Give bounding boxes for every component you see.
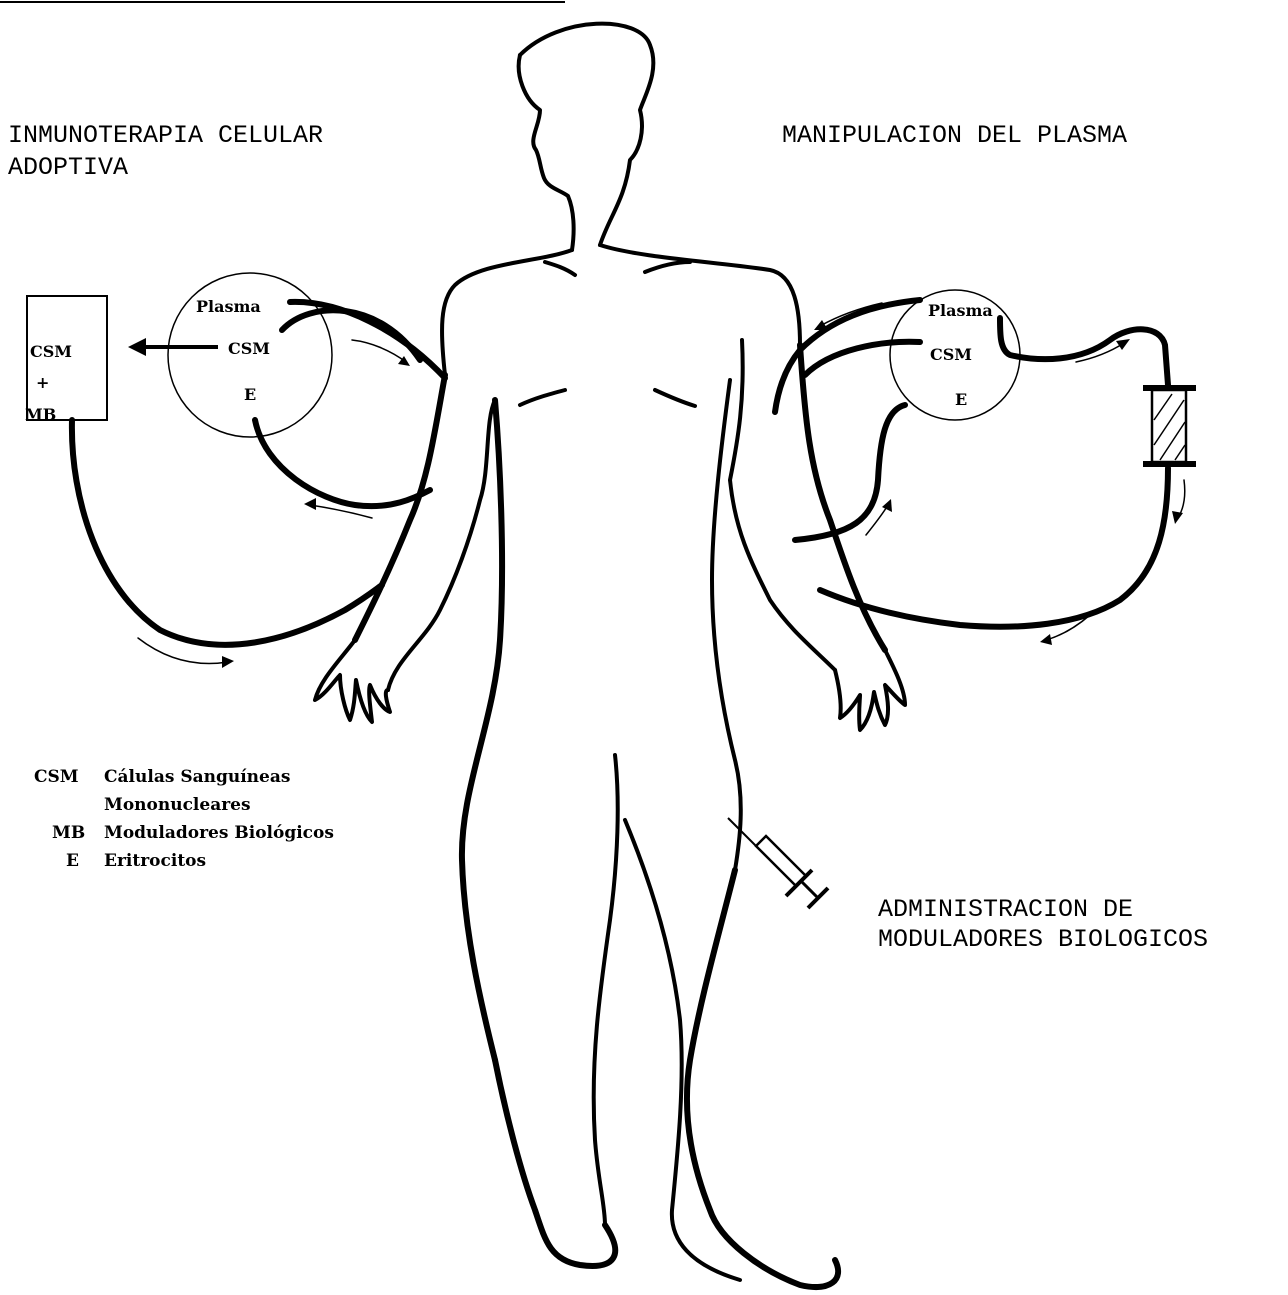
head-outline (520, 24, 653, 245)
legend-text-csm-cont: Mononucleares (104, 795, 251, 815)
left-flow-arrowhead-middle (304, 498, 316, 510)
legend-abbr-e: E (66, 851, 79, 871)
csm-to-bag-arrowhead (128, 338, 146, 356)
left-hand (315, 640, 390, 722)
left-circle-e-label: E (244, 385, 256, 404)
syringe-plunger-rod (801, 881, 818, 898)
right-title: MANIPULACION DEL PLASMA (782, 121, 1127, 150)
left-flow-arrowhead-lower (222, 656, 234, 668)
bag-line2: + (36, 373, 49, 392)
bottom-title-line2: MODULADORES BIOLOGICOS (878, 925, 1208, 954)
legend: CSM Cálulas Sanguíneas Mononucleares MB … (34, 767, 334, 871)
right-flow-arrowhead-erythrocyte (882, 499, 892, 512)
right-flow-arrowhead-top (814, 320, 828, 330)
right-collarbone (645, 262, 690, 272)
left-title-line1: INMUNOTERAPIA CELULAR (8, 121, 323, 150)
legend-text-e: Eritrocitos (104, 851, 206, 871)
syringe-icon (728, 818, 828, 908)
left-arm-inner (388, 400, 495, 690)
right-procedure: MANIPULACION DEL PLASMA Plasma CSM E (775, 121, 1196, 645)
left-collarbone (545, 262, 575, 275)
left-flow-arrow-upper (352, 340, 406, 362)
right-csm-tube (805, 342, 920, 375)
left-bag-return-tube (72, 420, 382, 645)
right-pectoral (655, 390, 695, 406)
left-title-line2: ADOPTIVA (8, 153, 128, 182)
right-leg-inner (625, 820, 740, 1280)
right-flow-arrowhead-filter-in (1116, 339, 1130, 350)
legend-text-csm: Cálulas Sanguíneas (104, 767, 290, 787)
left-leg-inner (594, 755, 618, 1225)
left-csm-tube (282, 310, 420, 360)
left-circle-csm-label: CSM (228, 339, 270, 358)
left-erythrocyte-return-tube (255, 420, 430, 506)
right-circle-e-label: E (955, 390, 967, 409)
syringe-barrel (756, 836, 806, 886)
left-shoulder (442, 250, 572, 375)
bag-line1: CSM (30, 342, 72, 361)
right-erythrocyte-return-tube (795, 405, 905, 540)
right-flow-arrowhead-filter-out (1172, 511, 1183, 524)
left-circle-plasma-label: Plasma (196, 297, 261, 316)
filter-return-tube (820, 468, 1168, 627)
left-procedure: INMUNOTERAPIA CELULAR ADOPTIVA Plasma CS… (8, 121, 445, 668)
right-flow-arrowhead-bottom (1040, 634, 1052, 645)
right-leg-outer (687, 870, 838, 1287)
legend-abbr-csm: CSM (34, 767, 79, 787)
syringe-procedure: ADMINISTRACION DE MODULADORES BIOLOGICOS (728, 818, 1208, 954)
plasma-to-filter-tube (1000, 318, 1168, 385)
right-circle-plasma-label: Plasma (928, 301, 993, 320)
legend-text-mb: Moduladores Biológicos (104, 823, 334, 843)
left-pectoral (520, 390, 565, 405)
right-circle-csm-label: CSM (930, 345, 972, 364)
plasma-filter-column (1143, 388, 1196, 464)
human-figure (315, 24, 905, 1287)
legend-abbr-mb: MB (52, 823, 85, 843)
bag-line3: MB (25, 405, 56, 424)
right-shoulder (600, 245, 800, 345)
face-outline (519, 55, 574, 250)
bottom-title-line1: ADMINISTRACION DE (878, 895, 1133, 924)
right-hand (835, 650, 905, 730)
